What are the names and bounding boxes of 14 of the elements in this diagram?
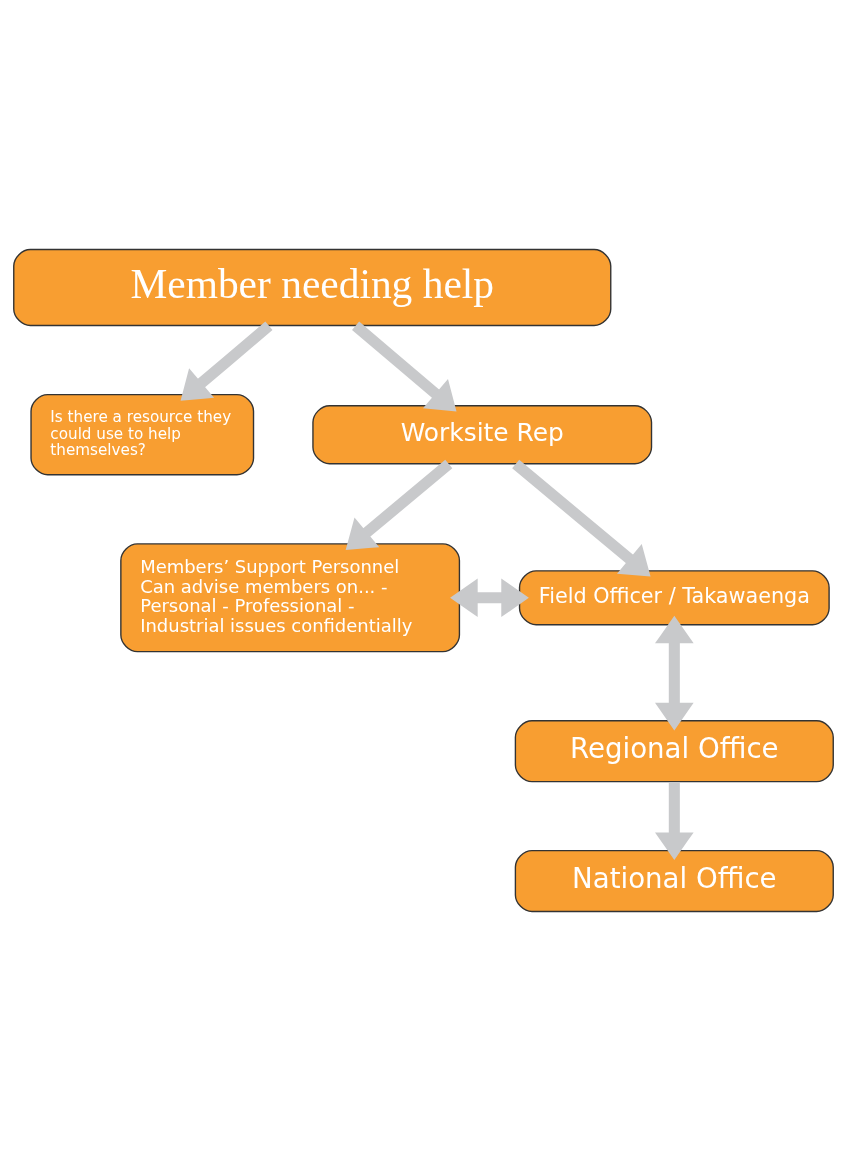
arrow [512, 459, 651, 577]
node-box: Regional Office [514, 719, 834, 782]
node-box: Members’ Support Personnel Can advise members on... - Personal - Professional - Industrial issues confidentially [120, 542, 461, 652]
node-box: National Office [514, 849, 834, 912]
node-box: Field Officer / Takawaenga [518, 569, 830, 625]
node-box: Member needing help [13, 248, 612, 326]
node-box: Is there a resource they could use to help themselves? [30, 393, 255, 475]
arrow [180, 321, 273, 401]
arrow [345, 459, 453, 550]
arrow [450, 577, 529, 617]
arrow [655, 781, 694, 860]
arrow [352, 321, 457, 411]
node-box: Worksite Rep [312, 404, 653, 464]
arrow [655, 615, 694, 730]
